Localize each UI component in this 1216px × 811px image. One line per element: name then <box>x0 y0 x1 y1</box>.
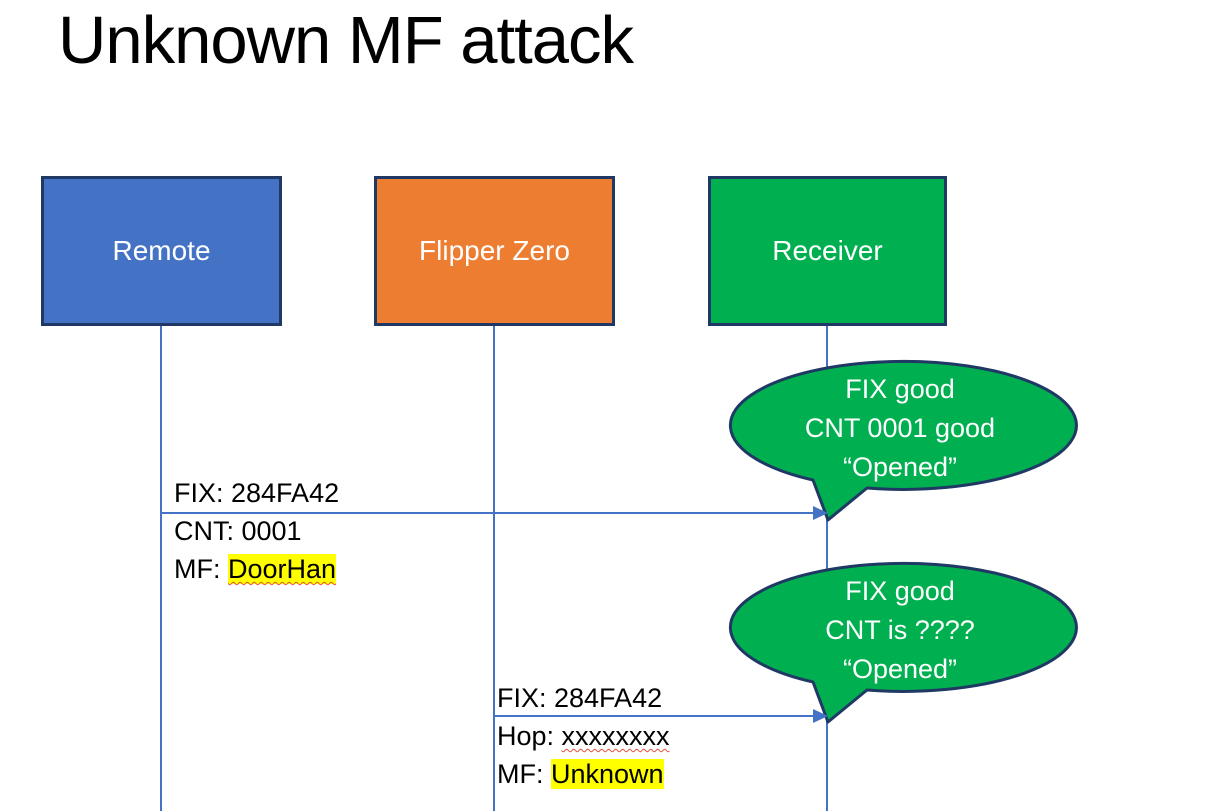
callout-bubble-1-shape <box>728 359 1078 522</box>
callout-1-line-3: “Opened” <box>842 452 958 482</box>
message-text-1: FIX: 284FA42 CNT: 0001 MF: DoorHan <box>174 474 339 588</box>
callout-1-line-1: FIX good <box>845 374 955 404</box>
actor-label-flipper-zero: Flipper Zero <box>419 235 570 266</box>
actor-label-remote: Remote <box>112 235 211 266</box>
callout-2-line-1: FIX good <box>845 576 955 606</box>
message-arrow-flipper-to-receiver <box>494 715 813 717</box>
message-2-row-fix: FIX: 284FA42 <box>497 679 670 717</box>
message-1-fix-value: FIX: 284FA42 <box>174 478 340 508</box>
slide-title: Unknown MF attack <box>58 3 634 78</box>
callout-1-line-2: CNT 0001 good <box>804 413 996 443</box>
message-1-cnt-value: CNT: 0001 <box>174 516 302 546</box>
callout-2-line-2: CNT is ???? <box>825 615 975 645</box>
arrowhead-icon-2 <box>813 709 828 723</box>
message-2-hop-prefix: Hop: <box>497 721 562 751</box>
message-2-fix-value: FIX: 284FA42 <box>497 683 663 713</box>
callout-bubble-1 <box>728 359 1078 522</box>
message-1-row-mf: MF: DoorHan <box>174 550 339 588</box>
message-text-2: FIX: 284FA42 Hop: xxxxxxxx MF: Unknown <box>497 679 670 793</box>
callout-text-2: FIX good CNT is ???? “Opened” <box>732 572 1068 689</box>
message-1-mf-value-highlighted: DoorHan <box>228 554 337 584</box>
lifeline-remote <box>160 326 162 811</box>
message-1-row-cnt: CNT: 0001 <box>174 512 339 550</box>
message-2-mf-prefix: MF: <box>497 759 551 789</box>
callout-text-1: FIX good CNT 0001 good “Opened” <box>732 370 1068 487</box>
lifeline-flipper-zero <box>493 326 495 811</box>
arrowhead-icon-1 <box>813 506 828 520</box>
message-1-row-fix: FIX: 284FA42 <box>174 474 339 512</box>
message-2-row-mf: MF: Unknown <box>497 755 670 793</box>
actor-box-flipper-zero: Flipper Zero <box>374 176 615 326</box>
actor-label-receiver: Receiver <box>772 235 883 266</box>
callout-2-line-3: “Opened” <box>842 654 958 684</box>
actor-box-remote: Remote <box>41 176 282 326</box>
message-2-row-hop: Hop: xxxxxxxx <box>497 717 670 755</box>
message-1-mf-prefix: MF: <box>174 554 228 584</box>
message-arrow-remote-to-receiver <box>161 512 813 514</box>
callout-bubble-2-shape <box>728 561 1078 724</box>
message-2-hop-value: xxxxxxxx <box>561 721 670 751</box>
message-2-mf-value-highlighted: Unknown <box>551 759 664 789</box>
callout-bubble-2 <box>728 561 1078 724</box>
actor-box-receiver: Receiver <box>708 176 947 326</box>
